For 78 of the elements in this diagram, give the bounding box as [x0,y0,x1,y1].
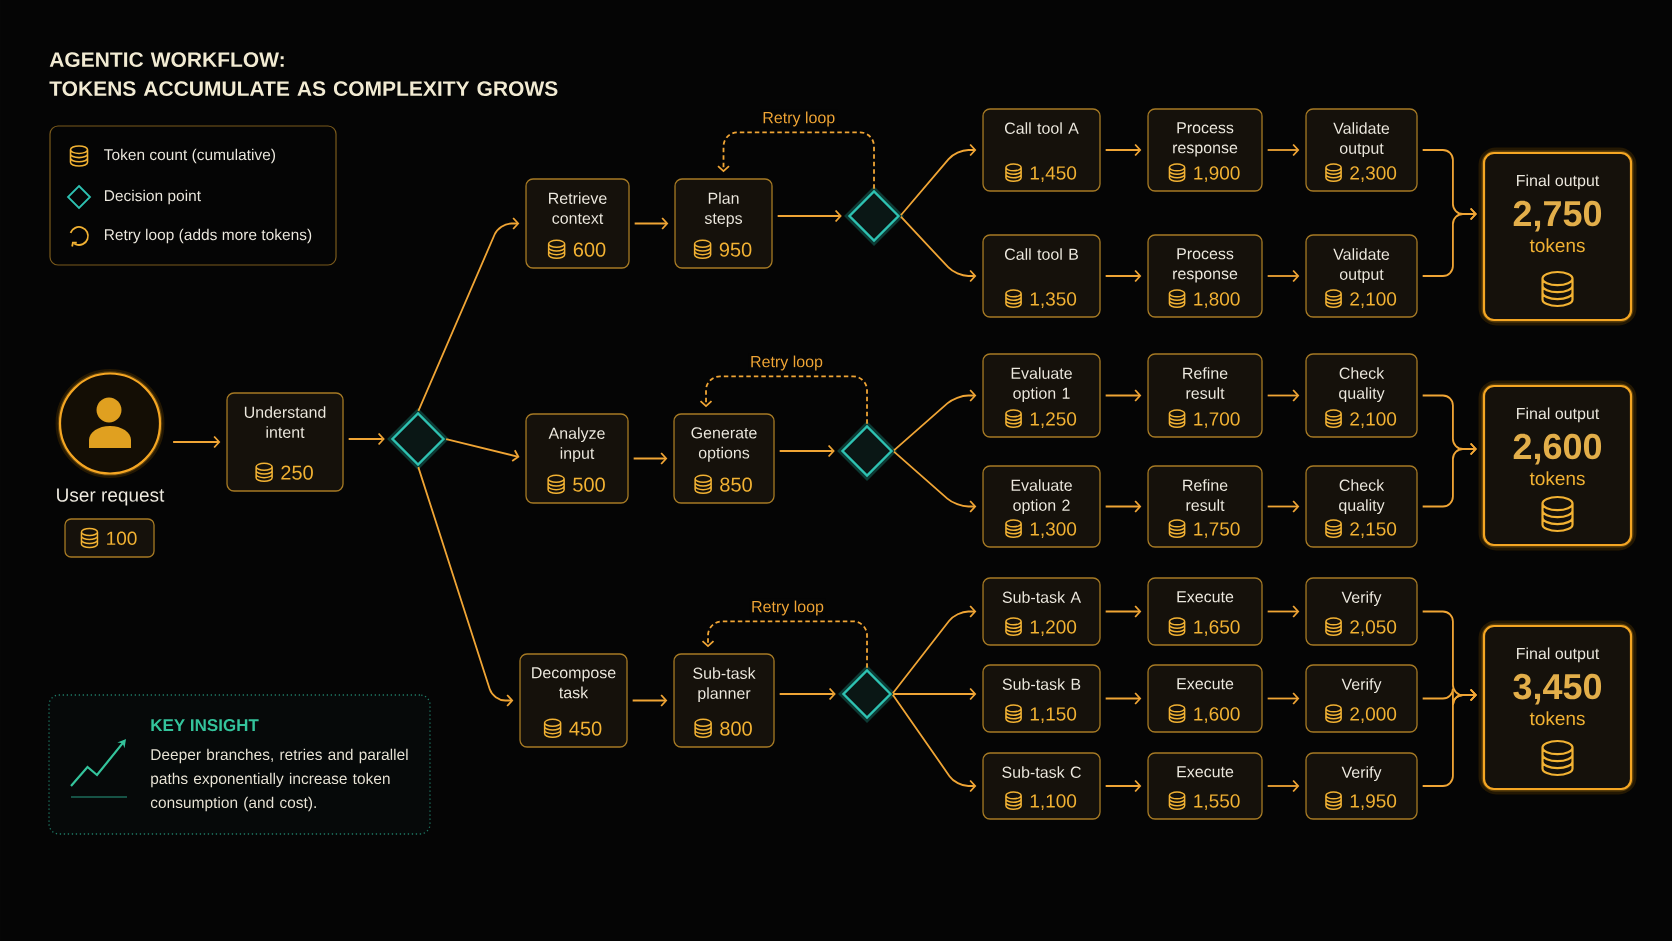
token-badge: 100 [64,518,155,558]
process-box: Check quality 2,100 [1305,353,1418,438]
process-box: Plan steps 950 [674,178,773,269]
process-box: Refine result 1,750 [1147,465,1263,548]
process-box: Verify 1,950 [1305,752,1418,820]
arrow [1421,442,1477,508]
node-caption: User request [57,488,165,506]
arrow [893,389,977,452]
process-box: Execute 1,550 [1147,752,1263,820]
arrow [417,217,520,412]
arrow [892,687,977,701]
arrow [1104,389,1142,402]
process-box: Call tool A 1,450 [982,108,1101,192]
arrow [1266,692,1300,705]
edge-label: Retry loop [748,353,825,373]
process-box: Evaluate option 1 1,250 [982,353,1101,438]
arrow [1104,143,1142,157]
arrow [1421,688,1477,787]
arrow [1266,143,1300,157]
arrow [1104,779,1142,793]
insight-box: KEY INSIGHT Deeper branches, retries and parallel paths exponentially increase token consumption (and cost). [48,694,431,835]
legend-label: Decision point [105,189,201,205]
process-box: Sub-task C 1,100 [982,752,1101,820]
dashed-arrow [717,131,875,190]
arrow [631,694,668,707]
process-box: Validate output 2,300 [1305,108,1418,192]
arrow [445,438,520,462]
arrow [632,452,668,465]
process-box: Execute 1,600 [1147,664,1263,733]
legend-label: Token count (cumulative) [104,148,275,164]
process-box: Evaluate option 2 1,300 [982,465,1101,548]
process-box: Generate options 850 [673,413,775,504]
arrow [776,209,842,223]
title: AGENTIC WORKFLOW: TOKENS ACCUMULATE AS COMPLEXITY GROWS [49,52,558,97]
process-box: Refine result 1,700 [1147,353,1263,438]
arrow [1421,207,1477,277]
process-box: Verify 2,000 [1305,664,1418,733]
arrow [900,215,977,283]
arrow [1266,500,1300,513]
arrow [893,450,977,513]
arrow [633,217,669,230]
process-box: Check quality 2,150 [1305,465,1418,548]
legend-label: Retry loop (adds more tokens) [105,228,312,244]
process-box: Verify 2,050 [1305,577,1418,646]
arrow [1104,605,1142,618]
process-box: Retrieve context 600 [525,178,630,269]
output-box: Final output 2,750 tokens [1478,147,1637,326]
process-box: Sub-task B 1,150 [982,664,1101,733]
arrow [778,687,836,701]
process-box: Analyze input 500 [525,413,629,504]
output-box: Final output 2,600 tokens [1478,380,1637,551]
process-box: Understand intent 250 [226,392,344,492]
arrow [1104,692,1142,705]
arrow [1104,500,1142,513]
edge-label: Retry loop [749,598,826,618]
process-box: Validate output 2,100 [1305,234,1418,318]
process-box: Process response 1,800 [1147,234,1263,318]
arrow [347,432,385,446]
arrow [1266,779,1300,793]
arrow [778,444,835,458]
arrow [1266,389,1300,402]
arrow [899,143,977,217]
process-box: Sub-task planner 800 [673,653,775,748]
dashed-arrow [701,620,868,669]
arrow [891,605,977,695]
arrow [172,435,221,449]
process-box: Sub-task A 1,200 [982,577,1101,646]
arrow [417,466,514,707]
dashed-arrow [699,375,868,425]
arrow [891,693,977,793]
arrow [1266,605,1300,618]
process-box: Execute 1,650 [1147,577,1263,646]
process-box: Process response 1,900 [1147,108,1263,192]
arrow [1104,269,1142,283]
output-box: Final output 3,450 tokens [1478,620,1637,795]
arrow [1266,269,1300,283]
process-box: Call tool B 1,350 [982,234,1101,318]
process-box: Decompose task 450 [519,653,628,748]
